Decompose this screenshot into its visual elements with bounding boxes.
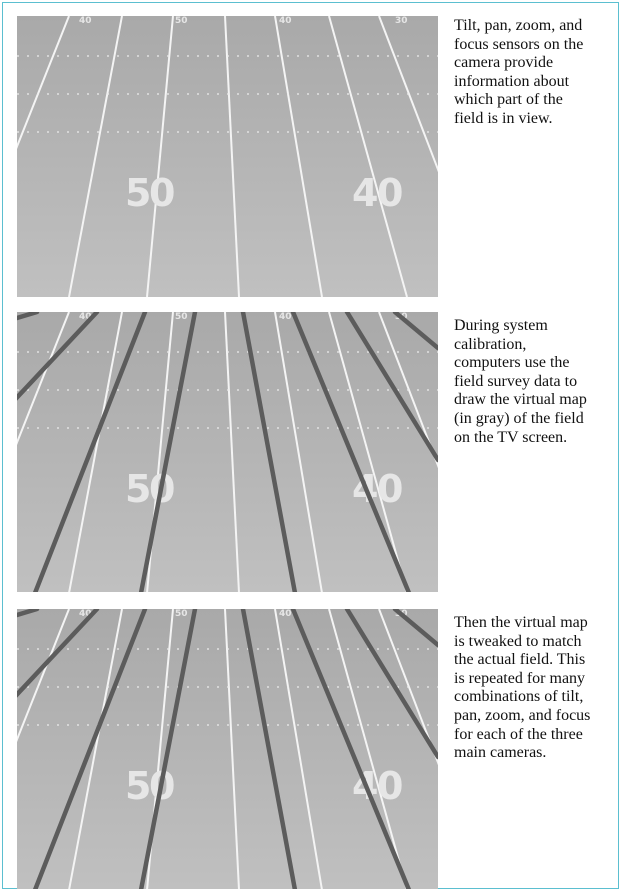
caption-3: Then the virtual map is tweaked to match… [454, 614, 619, 763]
field-view-panel-2: 5 0 4 0 40 50 40 30 [17, 312, 438, 592]
near-number-0b: 0 [377, 467, 403, 511]
far-number-30: 30 [395, 16, 408, 26]
near-number-5: 5 [125, 764, 151, 808]
far-number-50: 50 [175, 609, 188, 619]
caption-1: Tilt, pan, zoom, and focus sensors on th… [454, 17, 619, 129]
near-number-0b: 0 [377, 171, 403, 215]
near-number-0b: 0 [377, 764, 403, 808]
caption-2: During system calibration, computers use… [454, 317, 619, 447]
near-number-4: 4 [352, 171, 378, 215]
far-number-40b: 40 [279, 609, 292, 619]
football-field-virtual-map-image: 5 0 4 0 40 50 40 30 [17, 312, 438, 592]
near-number-0: 0 [149, 171, 175, 215]
near-number-5: 5 [125, 171, 151, 215]
far-number-40b: 40 [279, 312, 292, 322]
far-number-50: 50 [175, 312, 188, 322]
far-number-50: 50 [175, 16, 188, 26]
far-number-40b: 40 [279, 16, 292, 26]
far-number-40: 40 [79, 16, 92, 26]
field-view-panel-1: 5 0 4 0 40 50 40 30 [17, 16, 438, 297]
near-number-5: 5 [125, 467, 151, 511]
football-field-tweaked-map-image: 5 0 4 0 40 50 40 30 [17, 609, 438, 889]
football-field-image: 5 0 4 0 40 50 40 30 [17, 16, 438, 297]
field-view-panel-3: 5 0 4 0 40 50 40 30 [17, 609, 438, 889]
